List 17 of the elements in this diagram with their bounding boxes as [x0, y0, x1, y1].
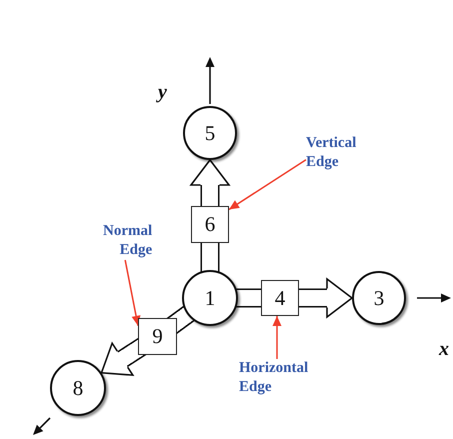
numbered-circle: 3: [352, 271, 406, 325]
leader-arrow: [272, 316, 282, 359]
annotation-text: Vertical Edge: [306, 134, 356, 172]
numbered-circle: 8: [50, 360, 106, 416]
numbered-circle: 1: [182, 270, 238, 326]
axis-label: y: [158, 81, 167, 103]
numbered-square: 6: [191, 206, 229, 243]
annotation-text: Normal Edge: [103, 222, 152, 260]
numbered-circle: 5: [183, 106, 237, 160]
hollow-connector: [236, 288, 261, 308]
leader-arrow: [124, 260, 140, 326]
axis-label: x: [439, 338, 449, 360]
hollow-connector: [166, 306, 194, 334]
numbered-square: 4: [261, 280, 299, 316]
leader-arrow: [228, 159, 306, 210]
annotation-text: Horizontal Edge: [239, 359, 308, 397]
numbered-square: 9: [138, 318, 177, 355]
